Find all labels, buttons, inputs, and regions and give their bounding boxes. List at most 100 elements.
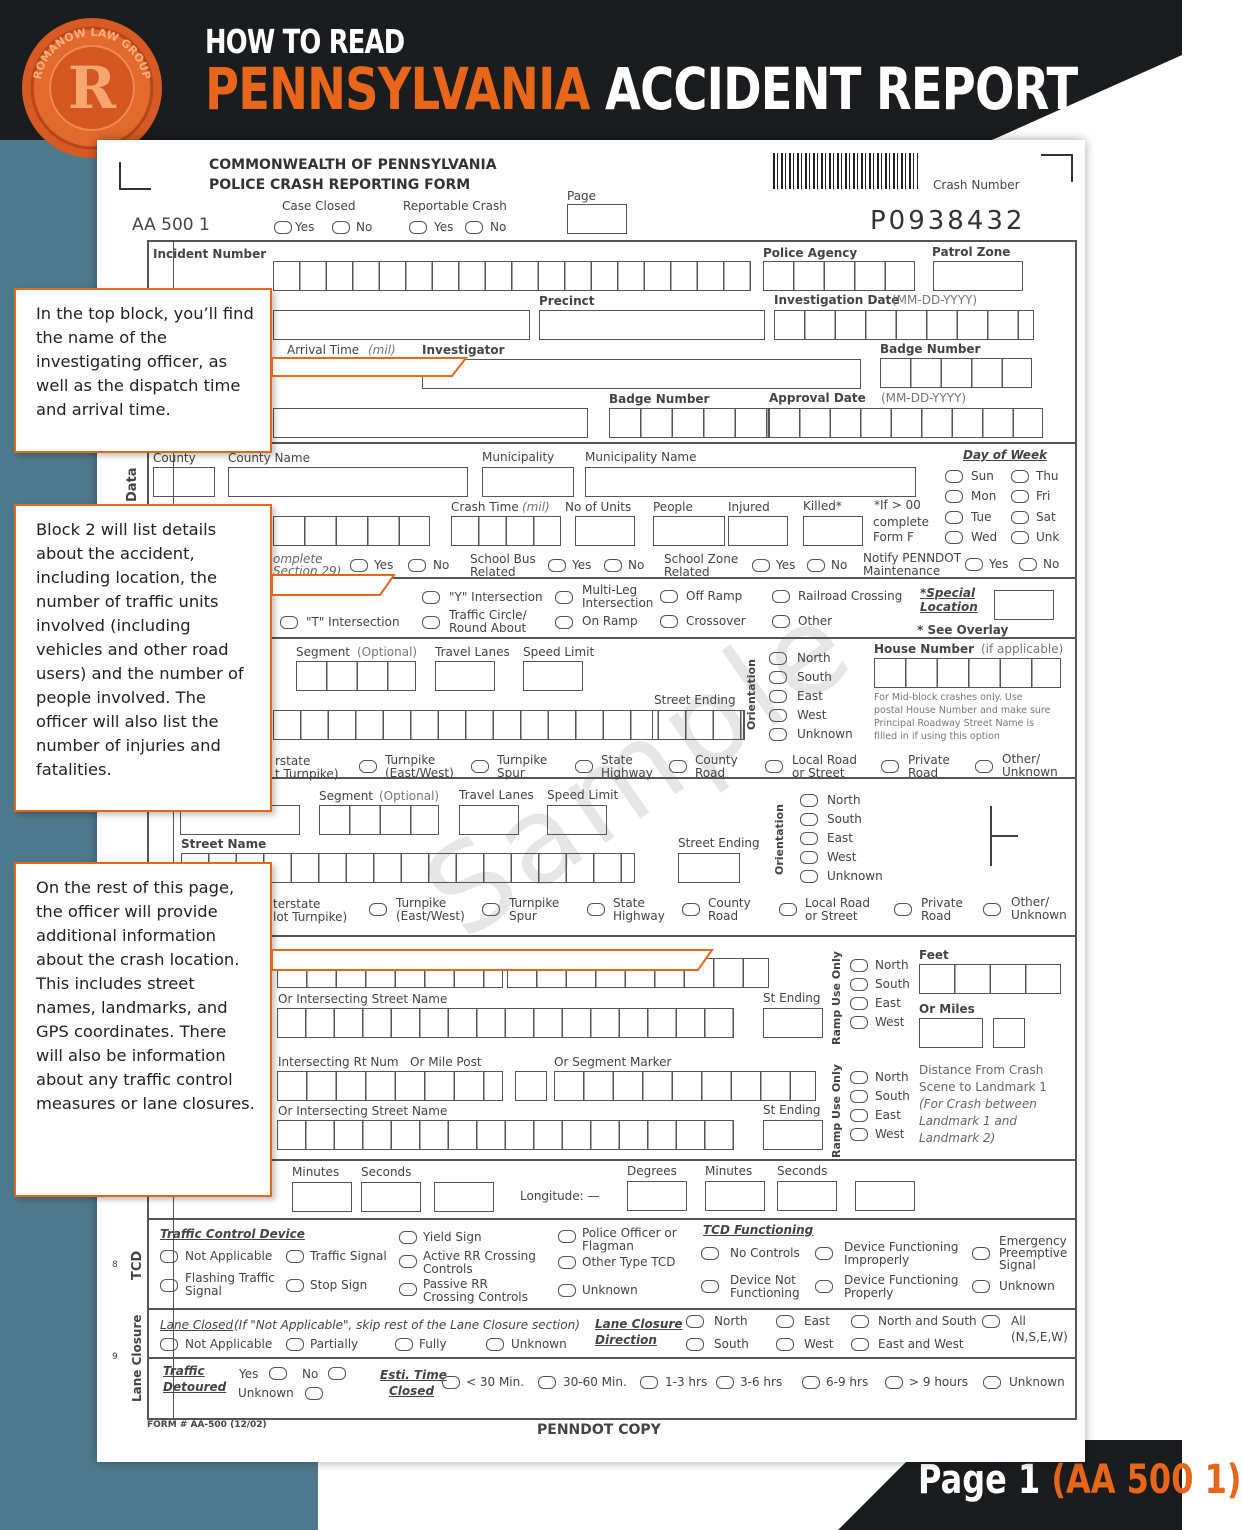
detour-no-checkbox[interactable] — [328, 1367, 346, 1380]
passive-rr-checkbox[interactable] — [399, 1283, 417, 1296]
page-field[interactable] — [567, 204, 627, 234]
school-bus-no-checkbox[interactable] — [604, 559, 622, 572]
notify-yes-checkbox[interactable] — [965, 558, 983, 571]
unk-checkbox[interactable] — [1011, 531, 1029, 544]
sat-checkbox[interactable] — [1011, 511, 1029, 524]
complete-no-checkbox[interactable] — [408, 559, 426, 572]
stop-sign-checkbox[interactable] — [286, 1279, 304, 1292]
landmark-2-route-field[interactable] — [277, 1071, 503, 1101]
latitude-minutes-field[interactable] — [292, 1182, 352, 1212]
private-road-checkbox[interactable] — [881, 760, 899, 773]
traffic-circle-checkbox[interactable] — [422, 616, 440, 629]
partially-checkbox[interactable] — [286, 1338, 304, 1351]
thu-checkbox[interactable] — [1011, 470, 1029, 483]
other-unknown-checkbox-2[interactable] — [983, 903, 1001, 916]
segment-field[interactable] — [296, 661, 416, 691]
turnpike-checkbox-2[interactable] — [369, 903, 387, 916]
flashing-signal-checkbox[interactable] — [160, 1279, 178, 1292]
multi-leg-checkbox[interactable] — [555, 591, 573, 604]
lane-south-checkbox[interactable] — [686, 1338, 704, 1351]
people-field[interactable] — [653, 516, 725, 546]
lm2-west-checkbox[interactable] — [850, 1128, 868, 1141]
unknown-checkbox-2[interactable] — [800, 870, 818, 883]
travel-lanes-field[interactable] — [435, 661, 495, 691]
other-unknown-checkbox[interactable] — [975, 760, 993, 773]
county-road-checkbox-2[interactable] — [682, 903, 700, 916]
approver-badge-field[interactable] — [609, 408, 769, 438]
other-tcd-checkbox[interactable] — [558, 1256, 576, 1269]
crossover-checkbox[interactable] — [660, 615, 678, 628]
no-controls-checkbox[interactable] — [701, 1247, 719, 1260]
lane-north-checkbox[interactable] — [686, 1315, 704, 1328]
y-intersection-checkbox[interactable] — [422, 591, 440, 604]
east-checkbox-2[interactable] — [800, 832, 818, 845]
device-proper-checkbox[interactable] — [815, 1280, 833, 1293]
state-highway-checkbox-2[interactable] — [587, 903, 605, 916]
special-location-field[interactable] — [994, 590, 1054, 620]
tcd-unknown-checkbox[interactable] — [558, 1284, 576, 1297]
time-3-6-checkbox[interactable] — [716, 1376, 734, 1389]
sun-checkbox[interactable] — [945, 470, 963, 483]
county-field[interactable] — [153, 467, 215, 497]
reportable-no-checkbox[interactable] — [465, 221, 483, 234]
lm1-north-checkbox[interactable] — [850, 959, 868, 972]
investigation-date-field[interactable] — [774, 310, 1034, 340]
precinct-field[interactable] — [539, 310, 765, 340]
school-bus-yes-checkbox[interactable] — [548, 559, 566, 572]
injured-field[interactable] — [728, 516, 788, 546]
time-gt9-checkbox[interactable] — [885, 1376, 903, 1389]
no-of-units-field[interactable] — [575, 516, 635, 546]
north-south-checkbox[interactable] — [851, 1315, 869, 1328]
lm2-south-checkbox[interactable] — [850, 1090, 868, 1103]
east-west-checkbox[interactable] — [851, 1338, 869, 1351]
landmark-2-segment-field[interactable] — [554, 1071, 816, 1101]
mon-checkbox[interactable] — [945, 490, 963, 503]
lm1-east-checkbox[interactable] — [850, 997, 868, 1010]
school-zone-no-checkbox[interactable] — [807, 559, 825, 572]
county-name-field[interactable] — [228, 467, 468, 497]
tue-checkbox[interactable] — [945, 511, 963, 524]
speed-limit-field[interactable] — [523, 661, 583, 691]
longitude-minutes-field[interactable] — [705, 1181, 765, 1211]
state-highway-checkbox[interactable] — [575, 760, 593, 773]
approval-date-field[interactable] — [769, 408, 1043, 438]
case-closed-no-checkbox[interactable] — [332, 221, 350, 234]
west-checkbox-2[interactable] — [800, 851, 818, 864]
street-ending-field[interactable] — [652, 710, 744, 740]
west-checkbox[interactable] — [769, 709, 787, 722]
lane-east-checkbox[interactable] — [776, 1315, 794, 1328]
case-closed-yes-checkbox[interactable] — [274, 221, 292, 234]
turnpike-spur-checkbox-2[interactable] — [482, 903, 500, 916]
miles-field[interactable] — [919, 1018, 983, 1048]
lm2-east-checkbox[interactable] — [850, 1109, 868, 1122]
north-checkbox[interactable] — [769, 652, 787, 665]
landmark-2-ending-field[interactable] — [763, 1120, 823, 1150]
yield-sign-checkbox[interactable] — [399, 1231, 417, 1244]
killed-field[interactable] — [803, 516, 863, 546]
reportable-yes-checkbox[interactable] — [409, 221, 427, 234]
turnpike-checkbox[interactable] — [359, 760, 377, 773]
landmark-2-decimal-field[interactable] — [515, 1071, 547, 1101]
longitude-seconds-field[interactable] — [777, 1181, 837, 1211]
municipality-field[interactable] — [482, 467, 574, 497]
street-name-field[interactable] — [273, 710, 745, 740]
crash-date-field[interactable] — [273, 516, 430, 546]
notify-no-checkbox[interactable] — [1019, 558, 1037, 571]
unknown-checkbox[interactable] — [769, 728, 787, 741]
house-number-field[interactable] — [874, 658, 1061, 688]
county-road-checkbox[interactable] — [669, 760, 687, 773]
fully-checkbox[interactable] — [395, 1338, 413, 1351]
time-1-3-checkbox[interactable] — [640, 1376, 658, 1389]
traffic-signal-checkbox[interactable] — [286, 1250, 304, 1263]
lm2-north-checkbox[interactable] — [850, 1071, 868, 1084]
lane-unknown-checkbox[interactable] — [486, 1338, 504, 1351]
north-checkbox-2[interactable] — [800, 794, 818, 807]
lm1-west-checkbox[interactable] — [850, 1016, 868, 1029]
police-agency-field[interactable] — [763, 261, 915, 291]
south-checkbox-2[interactable] — [800, 813, 818, 826]
travel-lanes-field-2[interactable] — [459, 805, 519, 835]
longitude-degrees-field[interactable] — [627, 1181, 687, 1211]
crash-time-field[interactable] — [451, 516, 561, 546]
t-intersection-checkbox[interactable] — [280, 616, 298, 629]
complete-yes-checkbox[interactable] — [350, 559, 368, 572]
